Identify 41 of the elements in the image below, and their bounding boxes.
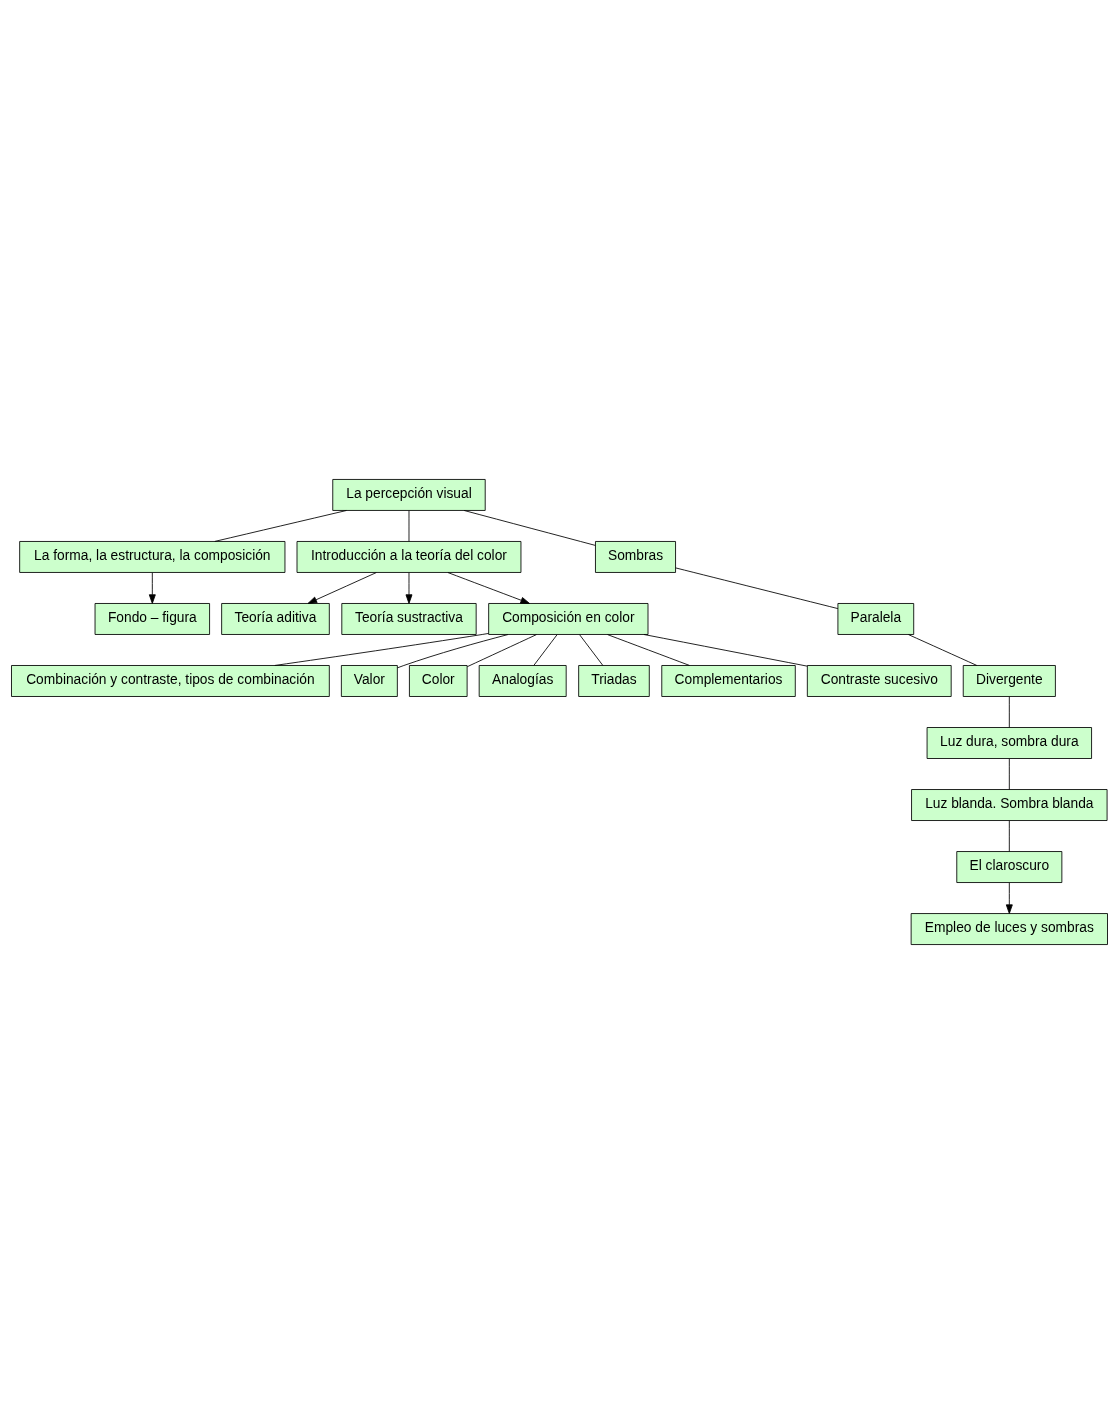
arrow (1005, 881, 1013, 914)
node-box: Composición en color (488, 602, 649, 635)
node-box: El claroscuro (956, 850, 1063, 883)
connector (607, 633, 690, 666)
connector (274, 632, 489, 666)
connector (214, 509, 347, 542)
connector (675, 567, 839, 609)
node-box: Introducción a la teoría del color (296, 540, 522, 573)
connector (1008, 819, 1010, 852)
node-box: Color (409, 664, 468, 697)
node-box: Combinación y contraste, tipos de combinación (11, 664, 330, 697)
node-box: Luz dura, sombra dura (926, 726, 1092, 759)
arrow (447, 571, 530, 604)
node-box: Teoría aditiva (221, 602, 330, 635)
arrow (148, 571, 156, 604)
connector (908, 633, 978, 666)
connector (533, 633, 558, 666)
connector (397, 633, 509, 668)
node-box: Valor (340, 664, 398, 697)
node-box: Teoría sustractiva (341, 602, 477, 635)
connector (1008, 757, 1010, 790)
node-box: Complementarios (661, 664, 796, 697)
connector (643, 633, 808, 667)
connector (408, 509, 410, 542)
arrow (405, 571, 413, 604)
connector (463, 509, 596, 546)
arrow (307, 571, 377, 604)
node-box: La forma, la estructura, la composición (19, 540, 286, 573)
node-box: Triadas (578, 664, 650, 697)
node-box: Analogías (478, 664, 567, 697)
node-box: Contraste sucesivo (806, 664, 952, 697)
connector (466, 633, 537, 667)
node-box: Fondo – figura (94, 602, 210, 635)
node-box: Sombras (595, 540, 676, 573)
connector (579, 633, 604, 666)
node-box: Paralela (837, 602, 915, 635)
node-box: La percepción visual (332, 478, 486, 511)
node-box: Empleo de luces y sombras (910, 912, 1108, 945)
node-box: Luz blanda. Sombra blanda (911, 788, 1108, 821)
connector (1008, 695, 1010, 728)
node-box: Divergente (962, 664, 1056, 697)
